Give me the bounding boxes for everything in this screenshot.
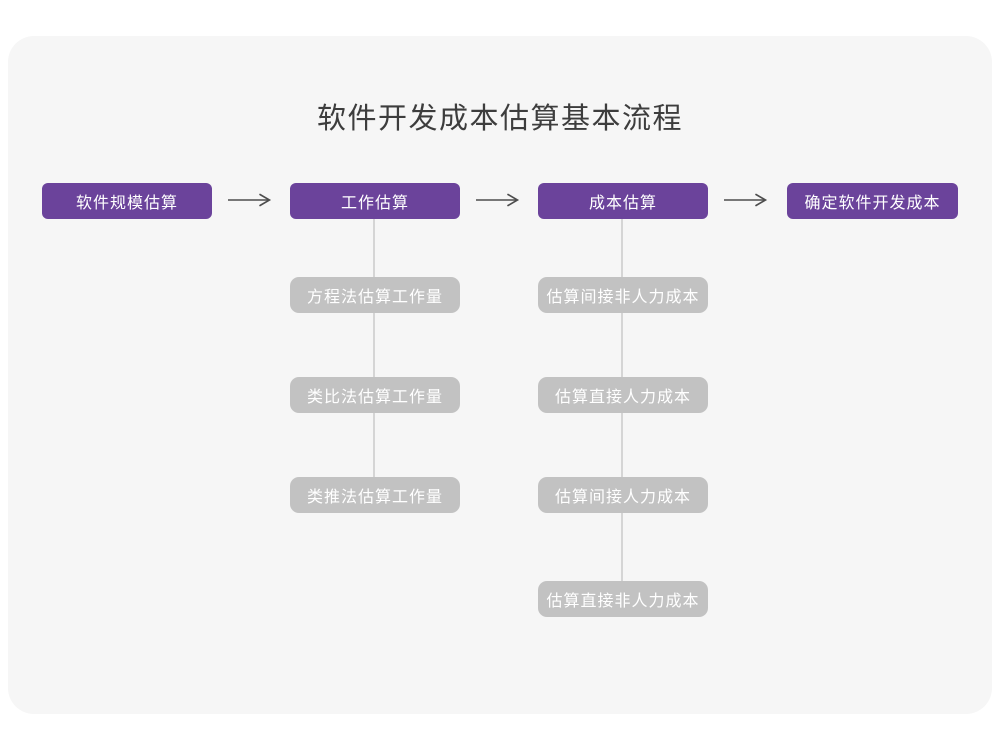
main-step-label: 软件规模估算 — [75, 195, 178, 212]
sub-step-label: 估算直接非人力成本 — [546, 593, 700, 610]
main-step-label: 成本估算 — [588, 195, 657, 212]
arrow-right-icon — [724, 193, 768, 207]
main-step-cost-estimation: 成本估算 — [538, 183, 708, 219]
sub-step-direct-nonlabor-cost: 估算直接非人力成本 — [538, 581, 708, 617]
diagram-title: 软件开发成本估算基本流程 — [316, 103, 683, 135]
main-step-determine-dev-cost: 确定软件开发成本 — [787, 183, 958, 219]
sub-step-indirect-labor-cost: 估算间接人力成本 — [538, 477, 708, 513]
sub-step-label: 方程法估算工作量 — [306, 289, 443, 306]
sub-step-label: 估算直接人力成本 — [554, 389, 691, 406]
sub-step-label: 类比法估算工作量 — [306, 389, 443, 406]
main-step-work-estimation: 工作估算 — [290, 183, 460, 219]
main-step-label: 工作估算 — [340, 195, 409, 212]
main-step-software-scale-estimation: 软件规模估算 — [42, 183, 212, 219]
sub-step-label: 估算间接非人力成本 — [546, 289, 700, 306]
sub-step-equation-method: 方程法估算工作量 — [290, 277, 460, 313]
sub-step-extrapolation-method: 类推法估算工作量 — [290, 477, 460, 513]
diagram-card — [8, 36, 992, 714]
connector-line-work — [373, 218, 375, 480]
sub-step-direct-labor-cost: 估算直接人力成本 — [538, 377, 708, 413]
sub-step-label: 类推法估算工作量 — [306, 489, 443, 506]
arrow-right-icon — [476, 193, 520, 207]
sub-step-analogy-method: 类比法估算工作量 — [290, 377, 460, 413]
sub-step-label: 估算间接人力成本 — [554, 489, 691, 506]
sub-step-indirect-nonlabor-cost: 估算间接非人力成本 — [538, 277, 708, 313]
arrow-right-icon — [228, 193, 272, 207]
main-step-label: 确定软件开发成本 — [804, 195, 941, 212]
